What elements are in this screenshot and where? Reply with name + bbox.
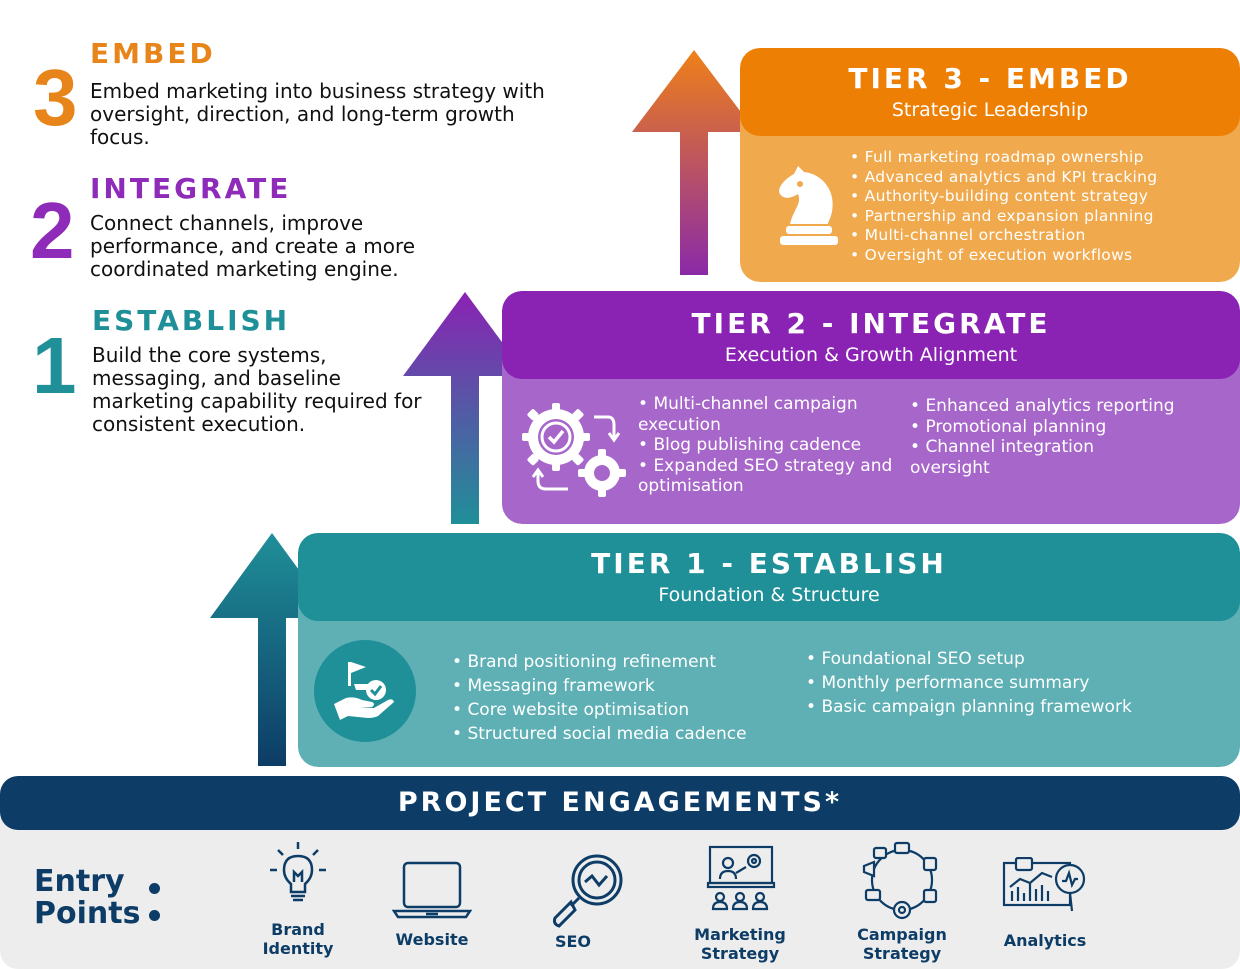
entry-label-line1: Analytics xyxy=(1003,931,1087,950)
legend-heading-embed: EMBED xyxy=(90,37,216,70)
entry-points-title: Entry Points xyxy=(34,866,140,930)
list-item: Promotional planning xyxy=(910,417,1210,438)
tier3-subtitle: Strategic Leadership xyxy=(891,99,1089,121)
analytics-icon xyxy=(994,857,1096,931)
tier2-header: TIER 2 - INTEGRATE Execution & Growth Al… xyxy=(502,291,1240,379)
list-item: Multi-channel orchestration xyxy=(850,226,1157,246)
entry-title-line1: Entry xyxy=(34,864,125,899)
entry-website[interactable]: Website xyxy=(382,855,482,949)
entry-analytics[interactable]: Analytics xyxy=(994,857,1096,950)
entry-label-line1: Campaign xyxy=(857,925,947,944)
entry-campaign-strategy[interactable]: Campaign Strategy xyxy=(848,840,956,963)
legend-number-2: 2 xyxy=(30,186,75,275)
list-item: Enhanced analytics reporting xyxy=(910,396,1210,417)
list-item: Channel integration oversight xyxy=(910,437,1110,478)
legend-heading-integrate: INTEGRATE xyxy=(90,172,292,205)
entry-seo[interactable]: SEO xyxy=(523,852,623,951)
colon-dot xyxy=(149,910,160,921)
list-item: Foundational SEO setup xyxy=(806,647,1132,671)
list-item: Monthly performance summary xyxy=(806,671,1132,695)
chess-knight-icon xyxy=(772,164,846,248)
tier3-header: TIER 3 - EMBED Strategic Leadership xyxy=(740,48,1240,136)
entry-brand-identity[interactable]: Brand Identity xyxy=(248,840,348,958)
list-item: Structured social media cadence xyxy=(452,722,746,746)
entry-title-line2: Points xyxy=(34,896,141,931)
tier1-title: TIER 1 - ESTABLISH xyxy=(591,547,947,580)
entry-label-line2: Strategy xyxy=(700,944,780,963)
laptop-icon xyxy=(382,855,482,930)
tier3-bullets: Full marketing roadmap ownership Advance… xyxy=(850,148,1157,265)
entry-label-line1: Brand xyxy=(271,920,325,939)
legend-number-1: 1 xyxy=(32,321,77,410)
tier1-card: TIER 1 - ESTABLISH Foundation & Structur… xyxy=(298,533,1240,767)
tier1-header: TIER 1 - ESTABLISH Foundation & Structur… xyxy=(298,533,1240,621)
tier2-subtitle: Execution & Growth Alignment xyxy=(724,344,1018,366)
list-item: Expanded SEO strategy and optimisation xyxy=(638,456,900,497)
tier1-subtitle: Foundation & Structure xyxy=(658,584,880,606)
list-item: Multi-channel campaign execution xyxy=(638,394,900,435)
hand-flag-icon xyxy=(314,640,416,742)
tier1-bullets-left: Brand positioning refinement Messaging f… xyxy=(452,650,747,746)
list-item: Partnership and expansion planning xyxy=(850,207,1157,227)
colon-dot xyxy=(149,883,160,894)
campaign-cycle-icon xyxy=(848,840,956,925)
tier1-bullets-right: Foundational SEO setup Monthly performan… xyxy=(806,647,1132,719)
legend-number-3: 3 xyxy=(33,53,78,142)
entry-label-line1: SEO xyxy=(554,932,592,951)
tier3-card: TIER 3 - EMBED Strategic Leadership Full… xyxy=(740,48,1240,282)
list-item: Messaging framework xyxy=(452,674,747,698)
legend-text-embed: Embed marketing into business strategy w… xyxy=(90,79,545,149)
list-item: Oversight of execution workflows xyxy=(850,246,1157,266)
list-item: Core website optimisation xyxy=(452,698,747,722)
list-item: Authority-building content strategy xyxy=(850,187,1157,207)
list-item: Brand positioning refinement xyxy=(452,650,747,674)
project-engagements-title: PROJECT ENGAGEMENTS* xyxy=(397,787,843,818)
magnifier-icon xyxy=(523,852,623,932)
presentation-icon xyxy=(686,843,794,925)
legend-text-integrate: Connect channels, improve performance, a… xyxy=(90,211,416,281)
project-engagements-bar: PROJECT ENGAGEMENTS* xyxy=(0,776,1240,830)
legend-heading-establish: ESTABLISH xyxy=(92,304,291,337)
entry-label-line2: Identity xyxy=(262,939,334,958)
list-item: Basic campaign planning framework xyxy=(806,695,1131,719)
tier2-title: TIER 2 - INTEGRATE xyxy=(691,307,1051,340)
tier3-title: TIER 3 - EMBED xyxy=(848,62,1132,95)
list-item: Full marketing roadmap ownership xyxy=(850,148,1157,168)
entry-label-line2: Strategy xyxy=(862,944,942,963)
gears-cycle-icon xyxy=(520,401,630,501)
list-item: Advanced analytics and KPI tracking xyxy=(850,168,1157,188)
tier2-card: TIER 2 - INTEGRATE Execution & Growth Al… xyxy=(502,291,1240,524)
lightbulb-icon xyxy=(248,840,348,920)
entry-label-line1: Marketing xyxy=(694,925,786,944)
legend-text-establish: Build the core systems, messaging, and b… xyxy=(92,343,422,436)
tier2-arrow xyxy=(403,292,527,524)
entry-points-panel xyxy=(0,818,1240,969)
tier2-bullets-right: Enhanced analytics reporting Promotional… xyxy=(910,396,1210,478)
entry-label-line1: Website xyxy=(395,930,469,949)
tier2-bullets-left: Multi-channel campaign execution Blog pu… xyxy=(638,394,900,497)
list-item: Blog publishing cadence xyxy=(638,435,900,456)
entry-marketing-strategy[interactable]: Marketing Strategy xyxy=(686,843,794,963)
tier3-arrow xyxy=(632,50,756,275)
